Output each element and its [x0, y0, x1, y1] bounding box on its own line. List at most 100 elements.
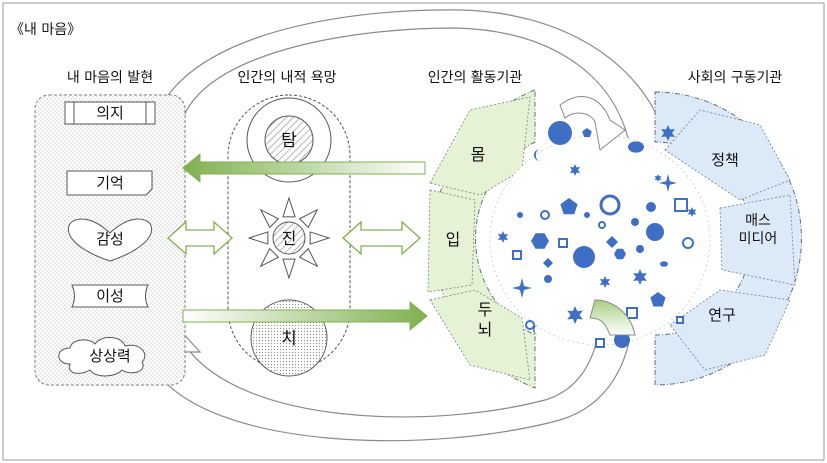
loop-arrow-tip-bottom — [589, 299, 636, 336]
scatter-shape — [599, 276, 611, 288]
scatter-shape — [599, 194, 621, 216]
expression-item-label: 상상력 — [89, 347, 130, 365]
sun-ray — [247, 231, 269, 245]
scatter-shape — [687, 207, 697, 217]
scroll-shape — [64, 101, 156, 125]
bottom-loop-arc — [154, 317, 633, 442]
scatter-shape — [654, 174, 662, 182]
scatter-shape — [636, 245, 644, 253]
scatter-shape — [631, 218, 639, 226]
scatter-shape — [674, 198, 688, 212]
scatter-shape — [582, 128, 592, 137]
scatter-shape — [544, 275, 552, 283]
expression-item: 이성 — [71, 284, 149, 308]
sun-ray — [282, 196, 296, 218]
scatter-shape — [646, 223, 664, 241]
scatter-shape — [548, 121, 572, 145]
scatter-shape — [497, 231, 509, 243]
scatter-shape — [646, 202, 656, 212]
scatter-shape — [567, 306, 583, 324]
sun-ray — [282, 258, 296, 280]
scatter-shape — [558, 238, 568, 248]
expression-item-label: 감성 — [96, 230, 124, 248]
expression-item-label: 기억 — [96, 174, 124, 192]
header-activity: 인간의 활동기관 — [428, 70, 523, 86]
activity-segment-mouth — [427, 189, 476, 293]
social-research-label: 연구 — [708, 306, 736, 324]
desire-jin-label: 진 — [282, 229, 297, 248]
activity-segment-brain — [429, 289, 531, 381]
scatter-shape — [517, 212, 523, 218]
sun-ray — [259, 208, 280, 229]
cloud-shape — [58, 337, 146, 377]
bottom-loop-inner-arc — [184, 317, 601, 418]
scatter-shape — [560, 198, 578, 215]
scatter-shape — [598, 221, 606, 229]
social-segment-research — [669, 289, 791, 371]
desire-chi-label: 치 — [281, 329, 297, 349]
scatter-shape — [606, 236, 618, 248]
sun-ray — [259, 247, 280, 268]
document-shape — [66, 170, 153, 196]
sun-ray — [309, 231, 331, 245]
scatter-shape — [540, 210, 550, 220]
scatter-shape — [676, 316, 684, 324]
sun-icon — [247, 196, 331, 280]
scatter-shape — [682, 237, 694, 249]
social-policy-label: 정책 — [711, 151, 739, 169]
scatter-shape — [534, 149, 540, 161]
social-segment-media — [719, 194, 796, 286]
scatter-shape — [633, 269, 647, 285]
scatter-shape — [660, 261, 668, 267]
scatter-shape — [543, 258, 553, 268]
header-social: 사회의 구동기관 — [688, 70, 783, 86]
expression-item: 감성 — [67, 218, 153, 262]
scatter-shape — [628, 141, 644, 153]
sun-ray — [298, 208, 319, 229]
scatter-shape — [614, 332, 630, 348]
scatter-shape — [533, 325, 538, 335]
header-expression: 내 마음의 발현 — [67, 70, 153, 86]
expression-item: 기억 — [66, 170, 153, 196]
scatter-shape — [659, 174, 677, 192]
scatter-shape — [525, 320, 535, 330]
desire-circle-jin — [272, 221, 306, 255]
expression-item-label: 의지 — [96, 104, 124, 122]
social-segment-policy — [664, 109, 791, 201]
expression-item-label: 이성 — [96, 287, 124, 305]
scatter-shape — [626, 307, 638, 319]
header-desire: 인간의 내적 욕망 — [237, 70, 336, 86]
scatter-shape — [512, 278, 532, 298]
scatter-shape — [569, 164, 581, 176]
scatter-shape — [531, 233, 549, 249]
diagram-title: 《내 마음》 — [10, 22, 81, 38]
scatter-shape — [573, 246, 595, 268]
arrow-double-right — [342, 220, 421, 256]
scatter-shape — [512, 250, 522, 260]
loop-arrow-tip-top — [559, 96, 626, 151]
arrow-double-left — [167, 220, 233, 256]
organ-body-label: 몸 — [471, 145, 486, 164]
scatter-shapes — [497, 121, 697, 348]
expression-item: 상상력 — [58, 337, 146, 377]
scatter-shape — [584, 212, 590, 218]
activity-segment-body — [429, 96, 531, 196]
top-loop-arc — [149, 9, 666, 151]
scatter-shape — [614, 248, 626, 260]
arrow-left-top — [182, 152, 426, 184]
heart-shape — [67, 218, 153, 262]
sun-ray — [298, 247, 319, 268]
desire-tam-label: 탐 — [281, 131, 297, 151]
arrow-right-bottom — [182, 300, 428, 332]
scatter-shape — [595, 338, 605, 348]
expression-item: 의지 — [64, 101, 156, 125]
organ-mouth-label: 입 — [446, 230, 461, 249]
scatter-shape — [661, 125, 675, 141]
scatter-shape — [650, 292, 666, 307]
top-loop-inner-arc — [179, 27, 629, 139]
